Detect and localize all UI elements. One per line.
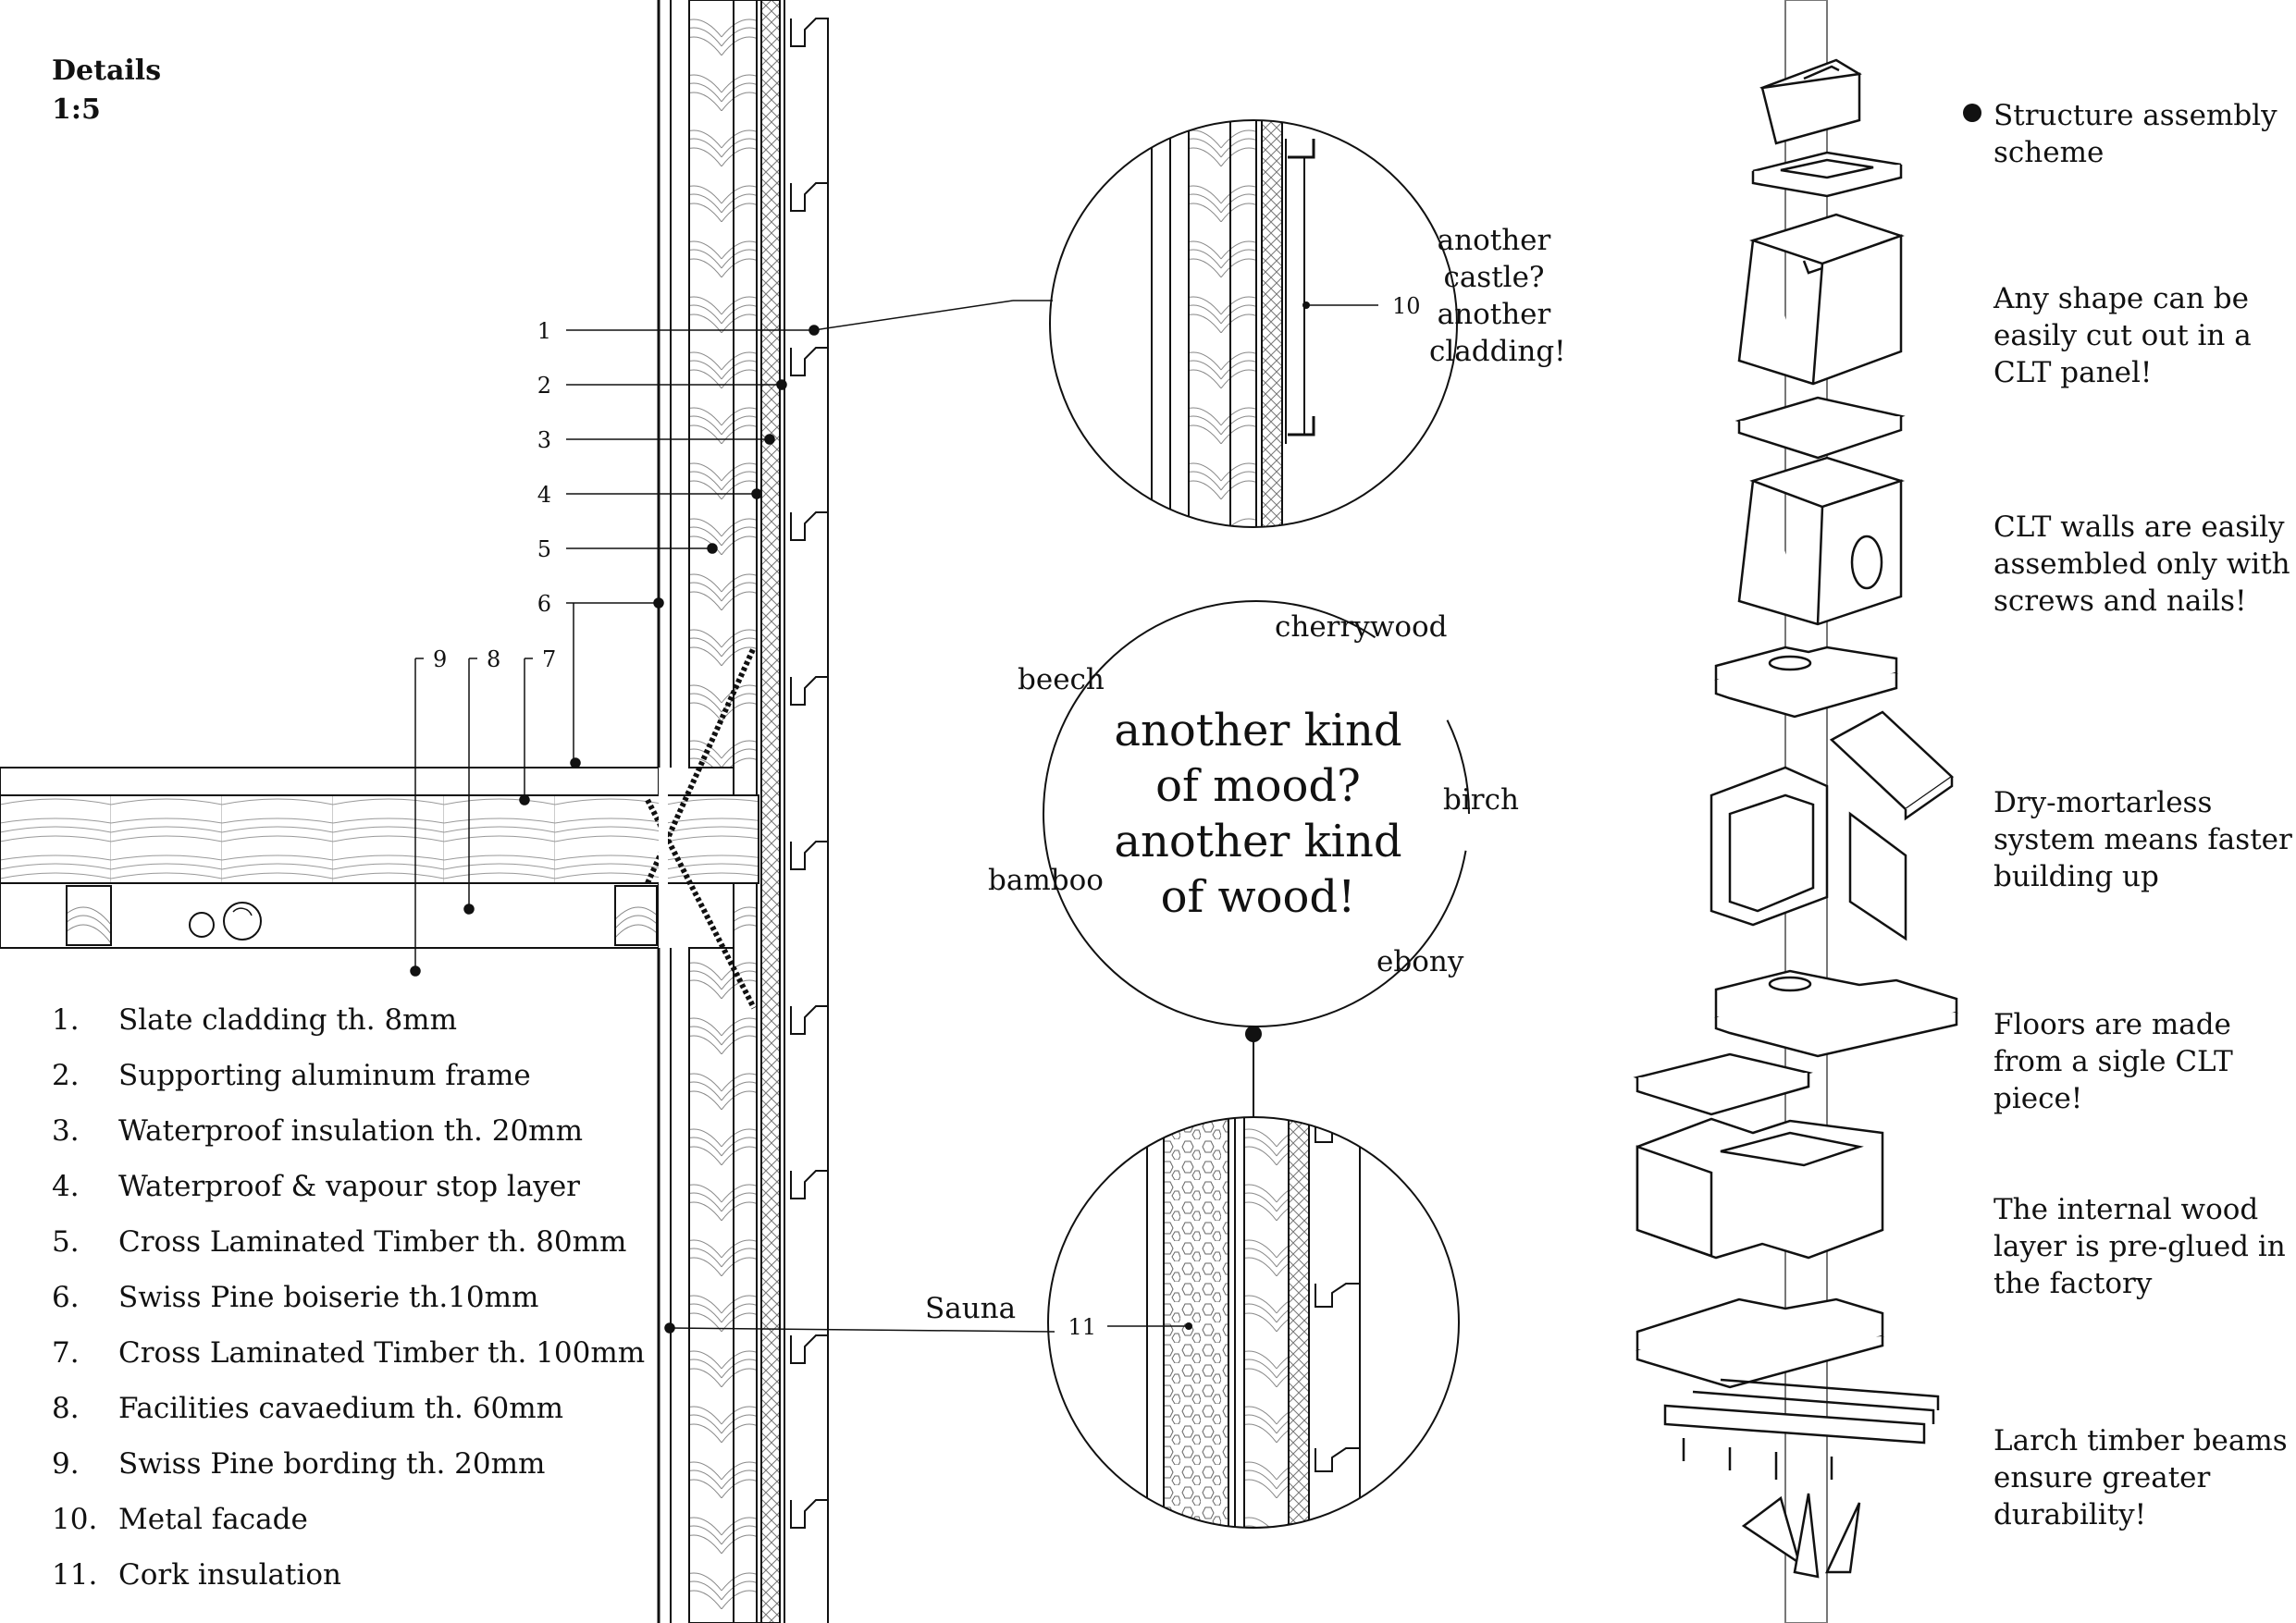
slate-clip [1315,1447,1361,1528]
slate-clip [790,1005,829,1171]
section-number: 4 [537,482,551,508]
assembly-note: Structure assembly scheme [1994,99,2277,169]
assembly-note: Larch timber beams ensure greater durabi… [1994,1424,2288,1531]
legend-text: Supporting aluminum frame [118,1059,531,1092]
slate-clip [790,18,829,183]
bullet-dot [1963,104,1981,122]
legend-num: 4. [52,1170,80,1203]
wood-label-ebony: ebony [1376,945,1464,978]
legend-text: Swiss Pine bording th. 20mm [118,1447,546,1481]
slate-clip [790,182,829,348]
legend-text: Waterproof & vapour stop layer [118,1170,580,1203]
mood-text: another kind of mood? another kind of wo… [1114,705,1402,923]
wood-label-birch: birch [1443,783,1519,817]
slate-clip [790,676,829,842]
mood-circle [1043,600,1470,1119]
legend-num: 11. [52,1558,98,1592]
assembly-note: Any shape can be easily cut out in a CLT… [1994,282,2252,389]
legend-text: Facilities cavaedium th. 60mm [118,1392,563,1425]
callout-number: 11 [1068,1314,1096,1340]
assembly-note: The internal wood layer is pre-glued in … [1994,1193,2286,1300]
section-number: 9 [433,646,447,672]
title-line-scale: 1:5 [52,93,101,126]
section-number: 2 [537,373,551,399]
assembly-note: Dry-mortarless system means faster build… [1994,786,2292,893]
wall-corner-joint [659,768,668,948]
drawing-title: Details 1:5 [52,52,161,129]
sauna-label: Sauna [925,1292,1017,1325]
legend-text: Cross Laminated Timber th. 80mm [118,1225,627,1259]
legend-text: Metal facade [118,1503,308,1536]
legend-num: 2. [52,1059,80,1092]
legend-text: Swiss Pine boiserie th.10mm [118,1281,539,1314]
exploded-assembly [1633,0,1958,1623]
section-number: 3 [537,427,551,453]
top-detail-circle: 10 [1049,119,1458,528]
legend-num: 10. [52,1503,98,1536]
slate-clip [790,347,829,512]
wood-label-cherrywood: cherrywood [1275,610,1448,644]
section-number: 8 [487,646,500,672]
legend-num: 1. [52,1003,80,1037]
slate-clip [1315,1283,1361,1448]
floor-section [0,646,759,1010]
legend-num: 7. [52,1336,80,1370]
wood-label-bamboo: bamboo [988,864,1104,897]
wood-label-beech: beech [1018,663,1105,696]
top-circle-caption: another castle? another cladding! [1429,224,1566,368]
leader-lines [410,300,1055,1334]
legend-text: Cross Laminated Timber th. 100mm [118,1336,646,1370]
legend-num: 9. [52,1447,80,1481]
section-number: 7 [542,646,556,672]
assembly-note: Floors are made from a sigle CLT piece! [1994,1008,2233,1115]
assembly-note: CLT walls are easily assembled only with… [1994,510,2290,618]
slate-clip [790,841,829,1006]
slate-clip [790,1170,829,1335]
legend-num: 5. [52,1225,80,1259]
legend-num: 8. [52,1392,80,1425]
section-number-labels: 1 2 3 4 5 6 9 8 7 [433,318,556,672]
legend-num: 3. [52,1114,80,1148]
legend-num: 6. [52,1281,80,1314]
slate-clip [790,1499,829,1623]
title-line-details: Details [52,55,162,87]
section-number: 5 [537,536,551,562]
bottom-detail-circle: 11 [1047,1116,1460,1529]
legend-text: Slate cladding th. 8mm [118,1003,457,1037]
callout-number: 10 [1392,293,1421,319]
section-number: 6 [537,591,551,617]
slate-clip [790,1334,829,1500]
legend-text: Cork insulation [118,1558,341,1592]
slate-clip [790,511,829,677]
section-number: 1 [537,318,551,344]
legend-text: Waterproof insulation th. 20mm [118,1114,583,1148]
